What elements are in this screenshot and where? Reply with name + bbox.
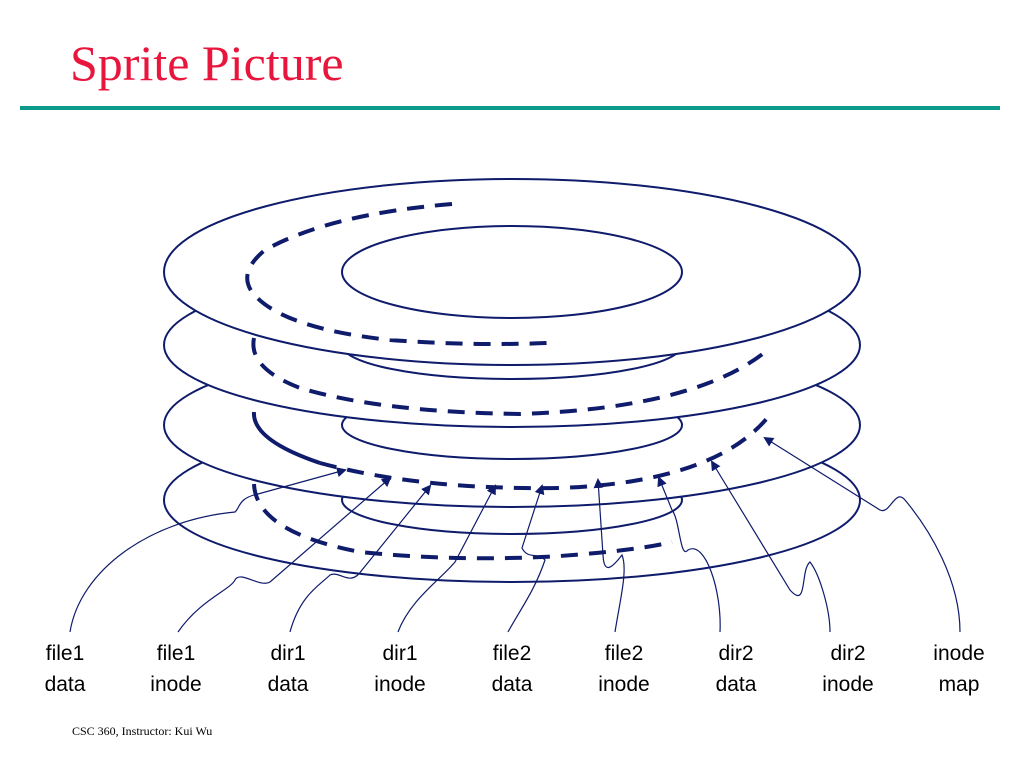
- log-track-platter-3-solid: [251, 411, 321, 465]
- platter-1-hub: [341, 225, 683, 319]
- label-line: dir1: [270, 642, 306, 665]
- arrow-file1-inode: [177, 476, 392, 633]
- label-dir2-data: dir2 data: [691, 638, 781, 700]
- label-line: inode: [822, 673, 874, 696]
- label-line: data: [715, 673, 757, 696]
- label-line: data: [491, 673, 533, 696]
- label-line: file2: [492, 642, 532, 665]
- arrow-dir2-data: [657, 476, 721, 633]
- label-dir1-data: dir1 data: [243, 638, 333, 700]
- label-line: map: [938, 673, 980, 696]
- title-divider: [20, 106, 1000, 110]
- label-line: file1: [45, 642, 85, 665]
- label-file2-inode: file2 inode: [579, 638, 669, 700]
- label-inode-map: inode map: [914, 638, 1004, 700]
- label-line: data: [267, 673, 309, 696]
- label-line: dir2: [830, 642, 866, 665]
- label-file1-data: file1 data: [20, 638, 110, 700]
- label-line: inode: [150, 673, 202, 696]
- log-track-platter-2: [251, 337, 772, 417]
- arrow-dir1-inode: [397, 484, 496, 633]
- slide-title: Sprite Picture: [70, 35, 344, 91]
- label-line: inode: [374, 673, 426, 696]
- label-file1-inode: file1 inode: [131, 638, 221, 700]
- label-line: inode: [598, 673, 650, 696]
- arrow-file2-data: [507, 484, 546, 633]
- platter-1-outer: [163, 178, 861, 366]
- label-line: file2: [604, 642, 644, 665]
- arrow-file2-inode: [593, 478, 625, 633]
- platter-1: [163, 178, 861, 366]
- arrow-inode-map: [763, 436, 961, 633]
- label-dir2-inode: dir2 inode: [803, 638, 893, 700]
- log-track-top: [245, 202, 549, 346]
- label-line: file1: [156, 642, 196, 665]
- label-file2-data: file2 data: [467, 638, 557, 700]
- log-track-platter-4: [252, 483, 673, 561]
- label-line: data: [44, 673, 86, 696]
- label-line: dir1: [382, 642, 418, 665]
- slide-footer: CSC 360, Instructor: Kui Wu: [72, 724, 213, 738]
- label-line: inode: [933, 642, 985, 665]
- label-line: dir2: [718, 642, 754, 665]
- arrow-dir2-inode: [710, 460, 831, 633]
- arrow-file1-data: [69, 467, 347, 633]
- arrow-dir1-data: [289, 484, 432, 633]
- label-dir1-inode: dir1 inode: [355, 638, 445, 700]
